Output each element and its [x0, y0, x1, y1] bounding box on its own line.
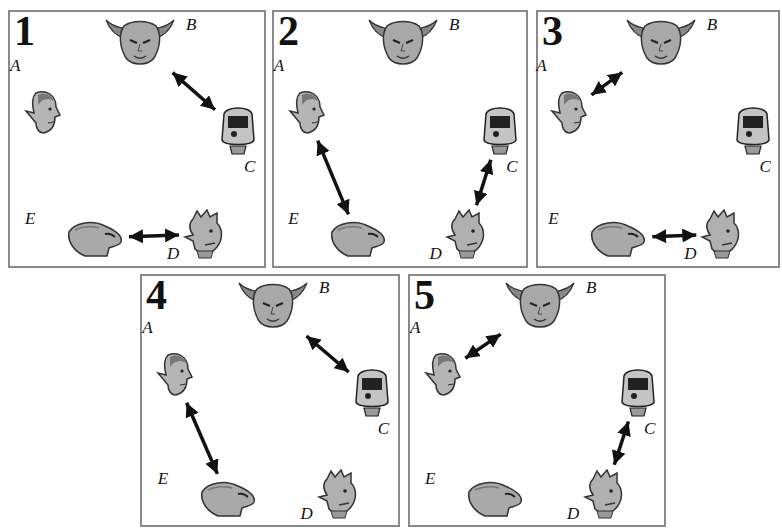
panel-frame: 4ABCDE [140, 274, 400, 527]
head-illustration [352, 366, 392, 418]
head-letter: D [167, 245, 179, 262]
character-head: E [328, 218, 388, 258]
head-illustration [465, 478, 525, 518]
panel-number: 1 [14, 8, 35, 54]
character-head: A [22, 87, 62, 137]
head-illustration [445, 209, 489, 259]
head-illustration [422, 349, 462, 399]
character-head: A [422, 349, 462, 399]
head-letter: E [288, 210, 298, 227]
head-letter: C [759, 158, 770, 175]
panel-frame: 3ABCDE [536, 10, 780, 268]
head-letter: D [567, 505, 579, 522]
head-illustration [700, 209, 744, 259]
head-illustration [548, 87, 588, 137]
head-illustration [367, 18, 439, 70]
panel-frame: 1ABCDE [8, 10, 266, 268]
head-letter: D [429, 245, 441, 262]
head-illustration [504, 281, 576, 333]
head-illustration [583, 469, 627, 519]
head-illustration [104, 18, 176, 70]
head-letter: B [707, 16, 717, 33]
panel-number: 4 [146, 272, 167, 318]
character-head: D [445, 209, 489, 259]
head-letter: C [506, 158, 517, 175]
head-letter: E [548, 210, 558, 227]
head-illustration [183, 209, 227, 259]
head-letter: D [684, 245, 696, 262]
head-illustration [588, 218, 648, 258]
head-illustration [618, 366, 658, 418]
character-head: B [504, 281, 576, 333]
head-letter: A [536, 57, 546, 74]
character-head: E [588, 218, 648, 258]
head-illustration [154, 349, 194, 399]
head-illustration [328, 218, 388, 258]
head-letter: A [142, 319, 152, 336]
character-head: D [700, 209, 744, 259]
head-letter: E [25, 210, 35, 227]
head-illustration [22, 87, 62, 137]
character-head: D [317, 469, 361, 519]
character-head: D [183, 209, 227, 259]
character-head: A [286, 87, 326, 137]
head-illustration [65, 218, 125, 258]
character-head: B [237, 281, 309, 333]
head-illustration [237, 281, 309, 333]
head-letter: E [158, 470, 168, 487]
panel-number: 2 [278, 8, 299, 54]
character-head: C [618, 366, 658, 418]
head-illustration [733, 104, 773, 156]
character-head: C [733, 104, 773, 156]
character-head: E [198, 478, 258, 518]
character-head: E [65, 218, 125, 258]
character-head: B [625, 18, 697, 70]
panel-frame: 2ABCDE [272, 10, 528, 268]
head-letter: D [301, 505, 313, 522]
head-illustration [480, 104, 520, 156]
head-letter: A [274, 57, 284, 74]
character-head: A [154, 349, 194, 399]
head-illustration [198, 478, 258, 518]
head-letter: E [425, 470, 435, 487]
head-letter: C [244, 158, 255, 175]
panel-number: 5 [414, 272, 435, 318]
head-letter: A [10, 57, 20, 74]
character-head: C [352, 366, 392, 418]
head-letter: B [449, 16, 459, 33]
panel-number: 3 [542, 8, 563, 54]
head-letter: C [378, 420, 389, 437]
character-head: E [465, 478, 525, 518]
character-head: C [480, 104, 520, 156]
character-head: A [548, 87, 588, 137]
head-letter: B [586, 279, 596, 296]
panel-frame: 5ABCDE [408, 274, 666, 527]
character-head: B [367, 18, 439, 70]
character-head: B [104, 18, 176, 70]
head-letter: B [186, 16, 196, 33]
head-letter: C [644, 420, 655, 437]
head-illustration [218, 104, 258, 156]
head-illustration [317, 469, 361, 519]
character-head: D [583, 469, 627, 519]
head-letter: B [319, 279, 329, 296]
head-letter: A [410, 319, 420, 336]
head-illustration [625, 18, 697, 70]
head-illustration [286, 87, 326, 137]
character-head: C [218, 104, 258, 156]
